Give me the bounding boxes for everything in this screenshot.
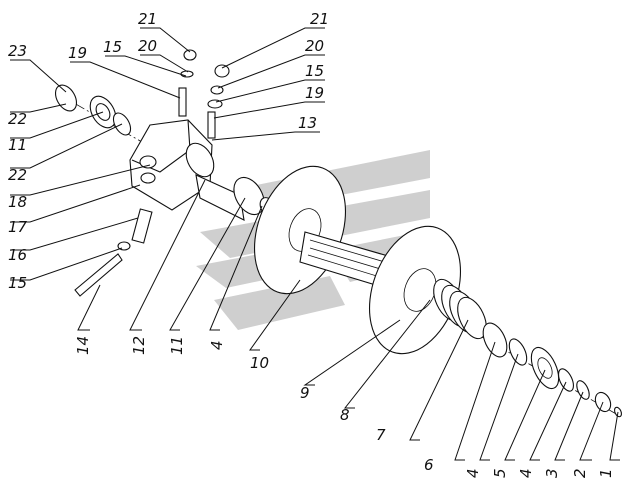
label-22-b: 22 <box>8 166 27 184</box>
label-11-b: 11 <box>168 336 186 355</box>
label-20-b: 20 <box>305 37 324 55</box>
label-19-b: 19 <box>305 84 324 102</box>
label-19-a: 19 <box>68 44 87 62</box>
label-17: 17 <box>8 218 28 236</box>
label-12: 12 <box>130 336 148 355</box>
label-3: 3 <box>543 468 561 478</box>
right-stack <box>482 322 622 418</box>
label-21-b: 21 <box>310 10 329 28</box>
label-20-a: 20 <box>138 37 157 55</box>
lower-fasteners <box>74 208 153 297</box>
label-22-a: 22 <box>8 110 27 128</box>
label-9: 9 <box>300 384 310 402</box>
label-21-a: 21 <box>138 10 157 28</box>
label-6: 6 <box>424 456 434 474</box>
label-18: 18 <box>8 193 27 211</box>
leader-lines <box>10 27 620 461</box>
label-8: 8 <box>340 406 350 424</box>
label-2: 2 <box>571 468 589 478</box>
label-13: 13 <box>298 114 317 132</box>
spring <box>433 278 487 340</box>
label-10: 10 <box>250 354 269 372</box>
label-5: 5 <box>491 468 509 478</box>
label-14: 14 <box>74 336 92 355</box>
label-4-b: 4 <box>464 468 482 478</box>
label-1: 1 <box>597 468 615 478</box>
label-7: 7 <box>376 426 386 444</box>
label-16: 16 <box>8 246 27 264</box>
callout-labels: 1 2 3 4 5 4 6 7 8 9 10 4 11 12 14 15 16 … <box>8 10 615 478</box>
housing <box>129 119 277 221</box>
label-15-b: 15 <box>8 274 27 292</box>
label-4-a: 4 <box>517 468 535 478</box>
label-15-c: 15 <box>305 62 324 80</box>
label-15-a: 15 <box>103 38 122 56</box>
label-23: 23 <box>8 42 27 60</box>
label-4-c: 4 <box>208 340 226 350</box>
label-11-a: 11 <box>8 136 27 154</box>
